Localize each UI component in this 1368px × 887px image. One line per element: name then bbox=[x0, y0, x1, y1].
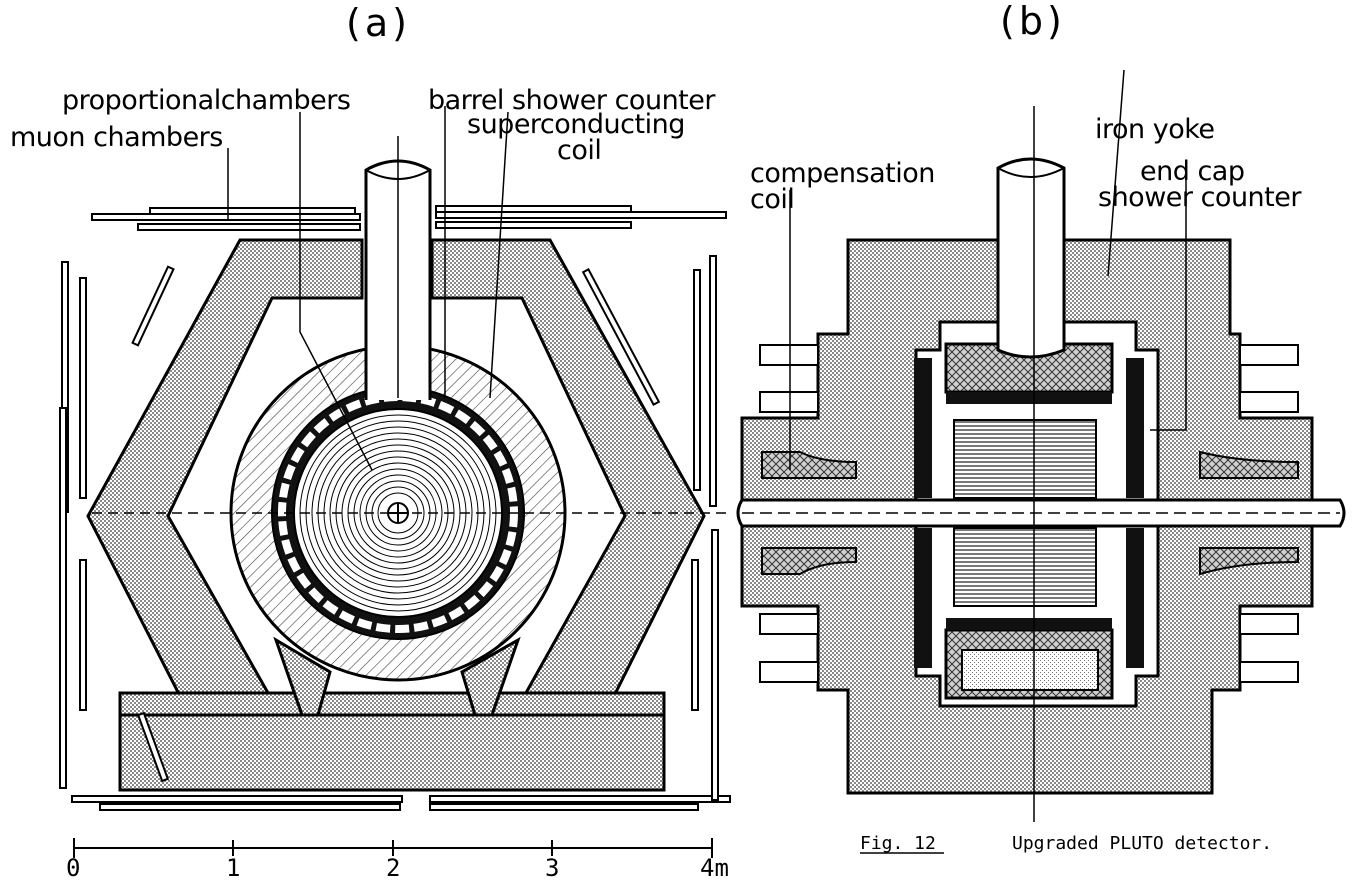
muon-chambers-right bbox=[581, 255, 719, 801]
muon-chambers-left bbox=[59, 261, 175, 789]
muon-chambers-top bbox=[91, 205, 727, 231]
panel-label-b: (b) bbox=[1000, 0, 1066, 43]
panel-b-drawing bbox=[736, 69, 1346, 822]
chambers-top bbox=[953, 419, 1097, 499]
scale-tick-3: 3 bbox=[545, 854, 560, 882]
scale-bar bbox=[73, 838, 713, 858]
label-coil-a: coil bbox=[557, 135, 602, 166]
base-block bbox=[118, 713, 666, 792]
compensation-coils bbox=[761, 450, 1299, 576]
base-top-plate bbox=[118, 691, 666, 717]
caption-number: Fig. 12 bbox=[860, 833, 936, 854]
panel-a-drawing bbox=[59, 106, 731, 811]
vertical-pipe-b bbox=[996, 157, 1066, 359]
scale-tick-1: 1 bbox=[226, 854, 241, 882]
label-end-cap: end cap bbox=[1140, 156, 1245, 187]
yoke-left-side bbox=[86, 238, 364, 702]
label-proportional-chambers: proportionalchambers bbox=[62, 85, 351, 116]
support-leg-left bbox=[273, 636, 332, 717]
scale-tick-4m: 4m bbox=[700, 854, 729, 882]
scale-tick-2: 2 bbox=[386, 854, 401, 882]
chambers-bottom bbox=[953, 527, 1097, 607]
caption-text: Upgraded PLUTO detector. bbox=[1012, 833, 1273, 854]
scale-tick-0: 0 bbox=[66, 854, 81, 882]
side-flanges bbox=[759, 344, 1299, 683]
label-iron-yoke: iron yoke bbox=[1095, 114, 1215, 145]
label-shower-counter: shower counter bbox=[1098, 182, 1301, 213]
panel-label-a: (a) bbox=[346, 1, 411, 45]
label-compensation: compensation bbox=[750, 158, 935, 189]
label-coil-b: coil bbox=[750, 184, 795, 215]
yoke-right-side bbox=[430, 238, 706, 702]
label-muon-chambers: muon chambers bbox=[10, 122, 223, 153]
end-cap-shower-counter bbox=[914, 358, 1144, 668]
label-superconducting: superconducting bbox=[467, 109, 685, 140]
label-barrel-shower-counter: barrel shower counter bbox=[428, 85, 715, 116]
support-leg-right bbox=[460, 636, 521, 717]
muon-chambers-bottom bbox=[71, 795, 731, 811]
